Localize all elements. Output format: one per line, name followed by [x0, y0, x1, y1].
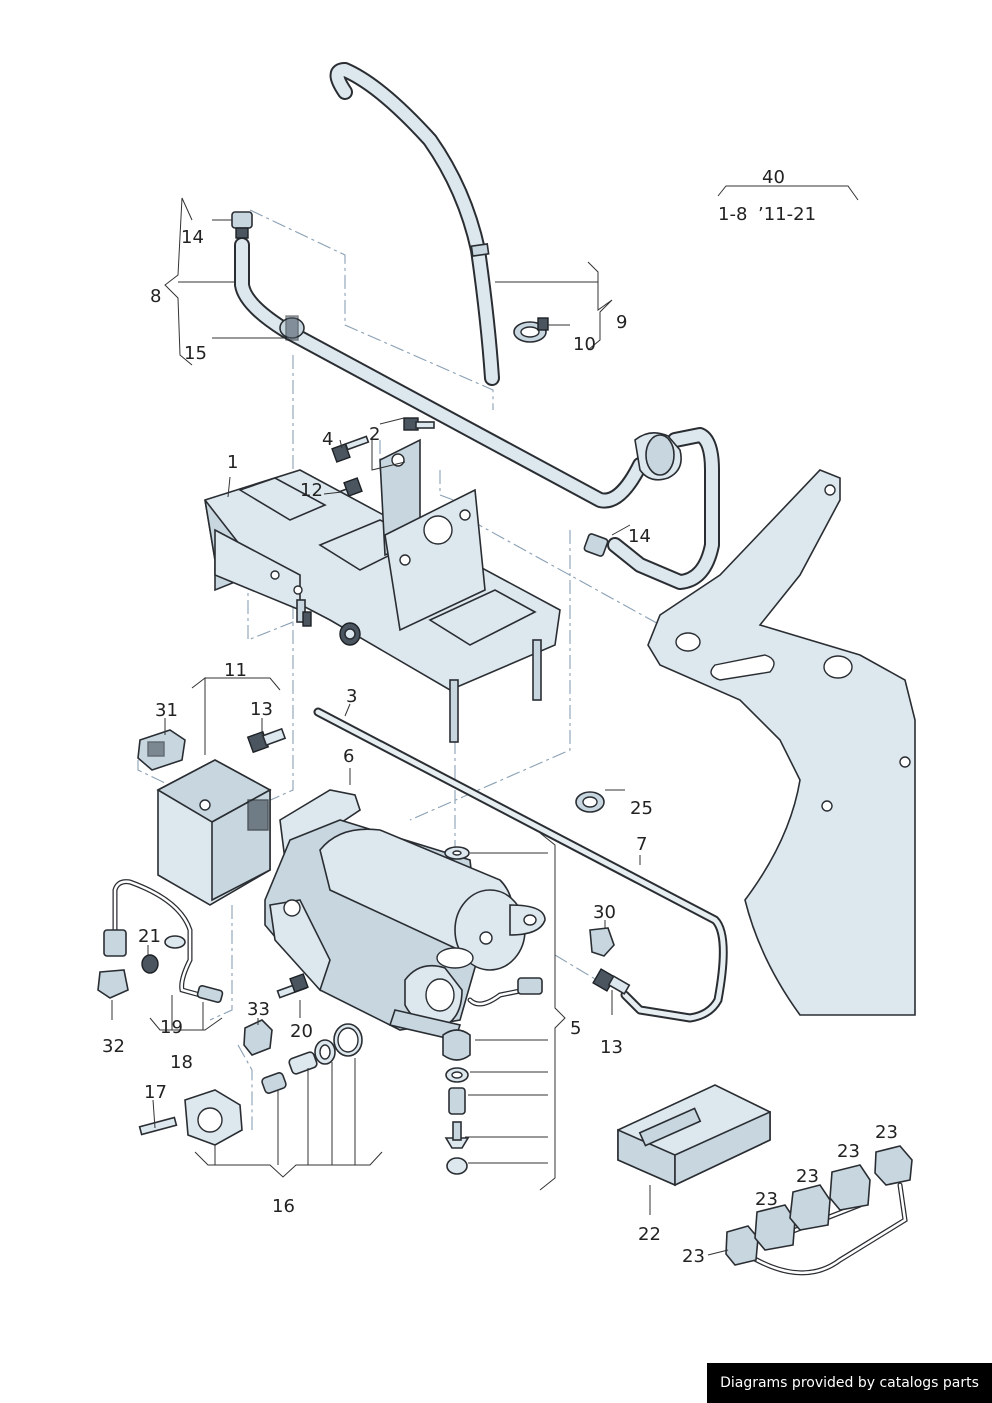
callout-14-right: 14 [628, 526, 651, 547]
mount-parts [442, 846, 471, 1175]
callout-3: 3 [346, 686, 357, 707]
callout-25: 25 [630, 798, 653, 819]
connector-31 [137, 729, 186, 771]
callout-labels: 1 2 3 4 5 6 7 8 9 10 11 12 13 13 14 14 1… [102, 227, 898, 1267]
callout-14-top: 14 [181, 227, 204, 248]
body-panel [647, 469, 916, 1016]
pressure-fitting-13-left [246, 727, 287, 754]
callout-20: 20 [290, 1021, 313, 1042]
callout-22: 22 [638, 1224, 661, 1245]
rubber-mount-30 [589, 927, 615, 957]
callout-4: 4 [322, 429, 333, 450]
callout-31: 31 [155, 700, 178, 721]
callout-7: 7 [636, 834, 647, 855]
callout-19: 19 [160, 1017, 183, 1038]
callout-18: 18 [170, 1052, 193, 1073]
hose-clamp-14-right [583, 533, 609, 557]
callout-5: 5 [570, 1018, 581, 1039]
vent-hose [234, 237, 648, 509]
callout-13-right: 13 [600, 1037, 623, 1058]
hose-clip-10 [513, 317, 549, 343]
control-unit [617, 1084, 771, 1187]
mounting-bracket [204, 438, 561, 743]
bolt-4 [331, 435, 370, 463]
callout-2: 2 [369, 424, 380, 445]
callout-23-d: 23 [837, 1141, 860, 1162]
callout-23-a: 23 [682, 1246, 705, 1267]
group-number: 40 [762, 167, 785, 188]
callout-1: 1 [227, 452, 238, 473]
callout-11: 11 [224, 660, 247, 681]
callout-9: 9 [616, 312, 627, 333]
valve-block [156, 759, 272, 906]
line-clip-25 [575, 791, 605, 813]
callout-10: 10 [573, 334, 596, 355]
callout-21: 21 [138, 926, 161, 947]
callout-32: 32 [102, 1036, 125, 1057]
leader-lines [111, 197, 729, 1256]
callout-23-c: 23 [796, 1166, 819, 1187]
pressure-line [313, 707, 728, 1023]
hose-clamp-15 [279, 315, 305, 341]
callout-12: 12 [300, 480, 323, 501]
callout-23-b: 23 [755, 1189, 778, 1210]
repair-kit [138, 1023, 363, 1146]
model-range: 1-8 [718, 204, 747, 225]
air-filter [607, 427, 720, 590]
credit-banner: Diagrams provided by catalogs parts [707, 1363, 992, 1403]
date-code: ’11-21 [758, 204, 816, 225]
bolt-2 [403, 417, 435, 431]
callout-30: 30 [593, 902, 616, 923]
sensor-wiring [97, 879, 224, 1004]
callout-13-left: 13 [250, 699, 273, 720]
callout-23-e: 23 [875, 1122, 898, 1143]
compressor [264, 789, 546, 1041]
callout-33: 33 [247, 999, 270, 1020]
connector-23-group [725, 1145, 913, 1266]
compressor-cable [467, 977, 543, 1007]
pressure-fitting-13-right [592, 968, 631, 995]
header-bracket [717, 185, 859, 201]
callout-16: 16 [272, 1196, 295, 1217]
callout-17: 17 [144, 1082, 167, 1103]
callout-8: 8 [150, 286, 161, 307]
connector-33 [243, 1019, 273, 1056]
callout-6: 6 [343, 746, 354, 767]
bolt-20 [276, 973, 309, 999]
callout-15: 15 [184, 343, 207, 364]
nut [339, 622, 361, 646]
intake-hose [329, 62, 500, 386]
hose-clamp-14-top [231, 211, 253, 239]
